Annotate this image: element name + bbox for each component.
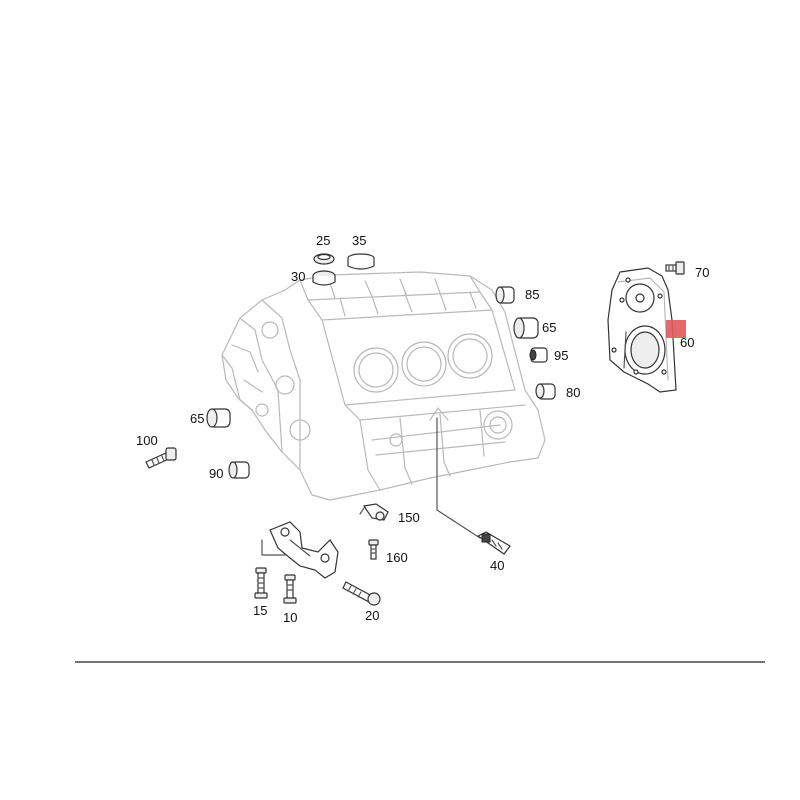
part-80-bushing[interactable] bbox=[535, 383, 556, 400]
part-95-pin[interactable] bbox=[529, 347, 548, 363]
callout-85[interactable]: 85 bbox=[525, 287, 539, 302]
callout-30[interactable]: 30 bbox=[291, 269, 305, 284]
engine-block bbox=[221, 271, 546, 501]
part-15-bolt[interactable] bbox=[254, 567, 268, 599]
part-65-sleeve-right[interactable] bbox=[513, 317, 539, 339]
callout-100[interactable]: 100 bbox=[136, 433, 158, 448]
part-20-bolt[interactable] bbox=[342, 581, 381, 606]
highlight-marker bbox=[666, 320, 686, 338]
callout-25[interactable]: 25 bbox=[316, 233, 330, 248]
part-10-bolt[interactable] bbox=[283, 574, 297, 604]
part-60-cover-plate[interactable] bbox=[607, 267, 677, 393]
callout-35[interactable]: 35 bbox=[352, 233, 366, 248]
callout-90[interactable]: 90 bbox=[209, 466, 223, 481]
part-160-bolt[interactable] bbox=[368, 539, 379, 560]
part-85-bushing[interactable] bbox=[495, 286, 515, 304]
callout-65-left[interactable]: 65 bbox=[190, 411, 204, 426]
callout-10[interactable]: 10 bbox=[283, 610, 297, 625]
callout-160[interactable]: 160 bbox=[386, 550, 408, 565]
part-100-stud[interactable] bbox=[145, 447, 177, 469]
callout-60[interactable]: 60 bbox=[680, 335, 694, 350]
part-35-sleeve[interactable] bbox=[347, 253, 375, 270]
part-90-bushing[interactable] bbox=[228, 461, 250, 479]
part-25-seal[interactable] bbox=[313, 253, 335, 265]
callout-labels: 25 35 30 85 65 95 80 70 60 65 100 90 150… bbox=[136, 233, 709, 625]
callout-80[interactable]: 80 bbox=[566, 385, 580, 400]
callout-40[interactable]: 40 bbox=[490, 558, 504, 573]
callout-15[interactable]: 15 bbox=[253, 603, 267, 618]
callout-65-right[interactable]: 65 bbox=[542, 320, 556, 335]
callout-150[interactable]: 150 bbox=[398, 510, 420, 525]
part-150-bracket[interactable] bbox=[359, 503, 389, 521]
callout-70[interactable]: 70 bbox=[695, 265, 709, 280]
callout-20[interactable]: 20 bbox=[365, 608, 379, 623]
callout-95[interactable]: 95 bbox=[554, 348, 568, 363]
engine-mount-bracket[interactable] bbox=[269, 521, 339, 579]
part-70-bolt[interactable] bbox=[665, 261, 685, 275]
part-30-plug[interactable] bbox=[312, 270, 336, 286]
part-40-sensor[interactable] bbox=[476, 531, 511, 555]
part-65-sleeve-left[interactable] bbox=[206, 408, 231, 428]
